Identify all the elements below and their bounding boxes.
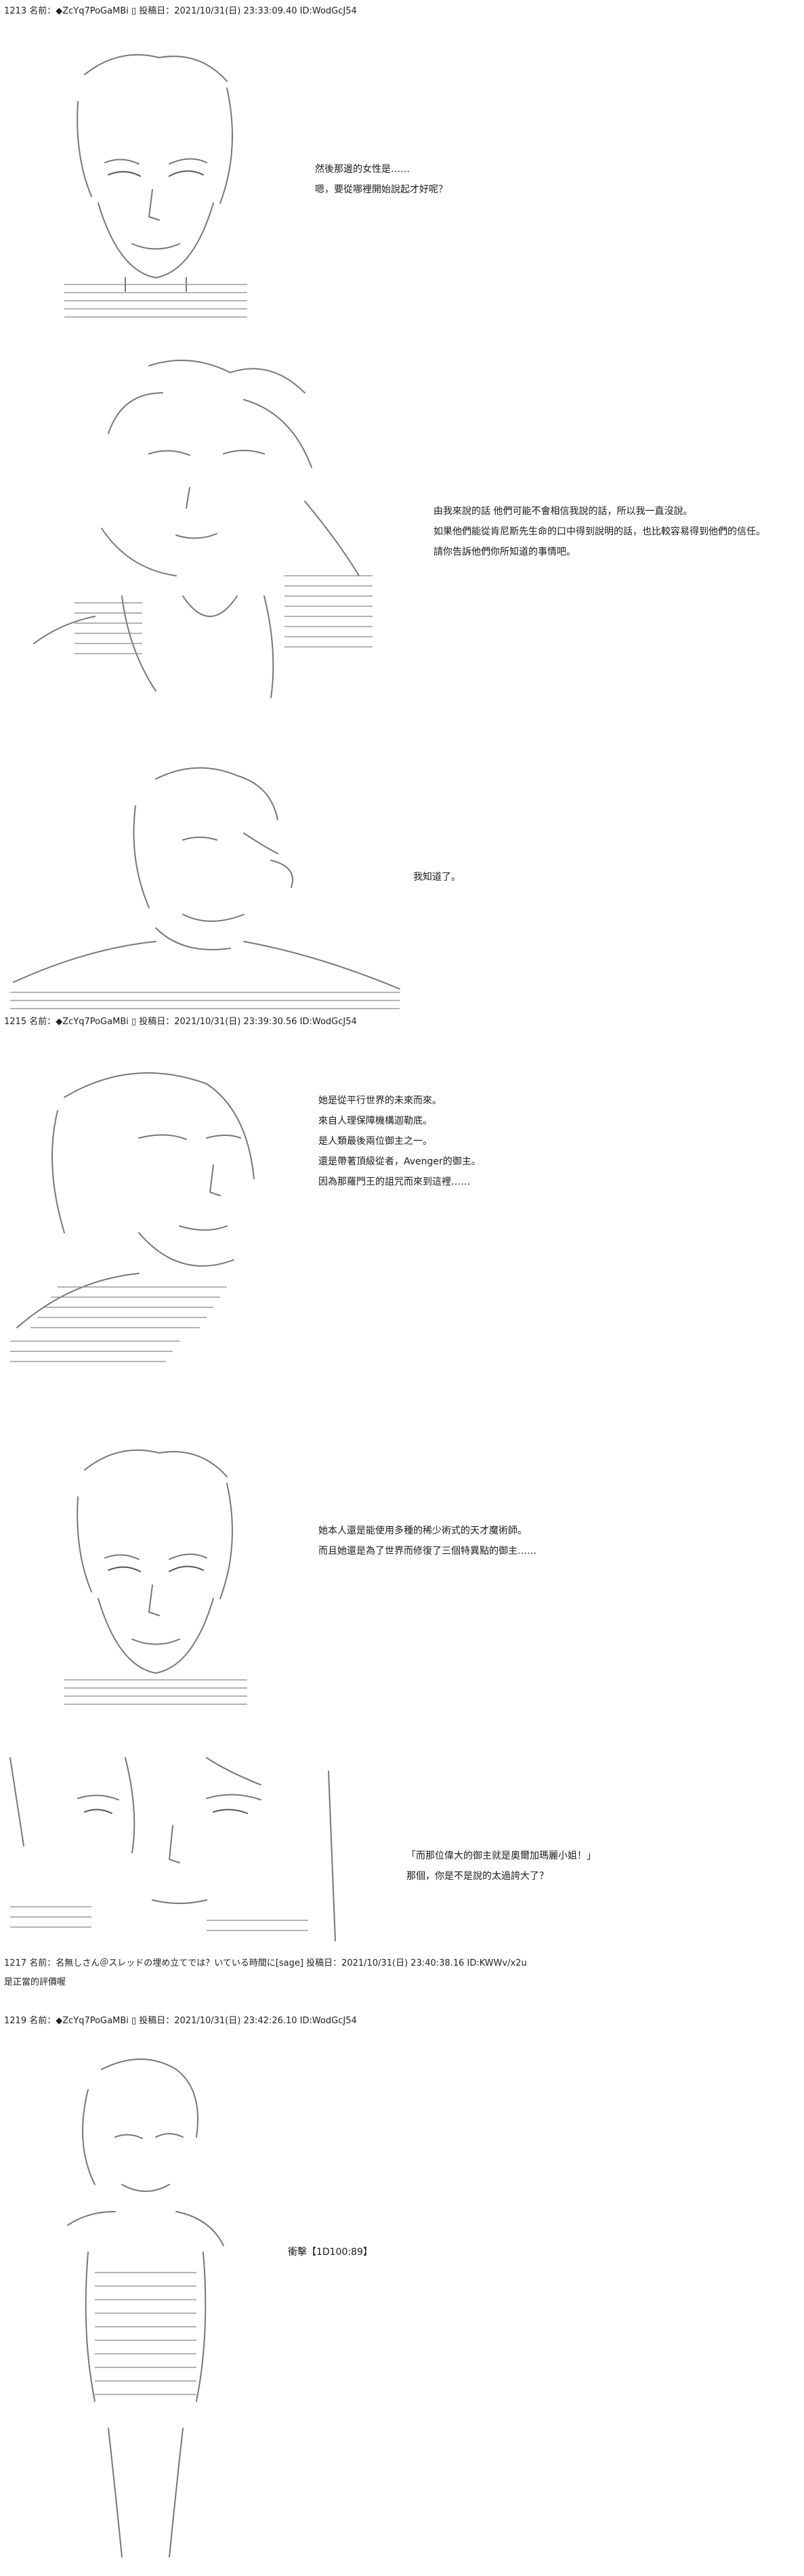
dialog-line: 而且她還是為了世界而修復了三個特異點的御主……	[318, 1546, 536, 1557]
ascii-art-woman-face	[58, 1443, 254, 1714]
dialog-block-3: 我知道了。	[413, 870, 461, 891]
ascii-art-close-up	[3, 1744, 349, 1954]
post-header-1219: 1219 名前：◆ZcYq7PoGaMBi ▯ 投稿日：2021/10/31(日…	[4, 2016, 357, 2026]
dialog-line: 嗯，要從哪裡開始說起才好呢？	[315, 184, 448, 195]
dialog-line: 那個，你是不是說的太過誇大了？	[406, 1871, 549, 1882]
dialog-line: 來自人理保障機構迦勒底。	[318, 1116, 432, 1126]
dialog-block-6: 「而那位偉大的御主就是奧爾加瑪麗小姐！」 那個，你是不是說的太過誇大了？	[406, 1849, 596, 1890]
dialog-line: 還是帶著頂級從者，Avenger的御主。	[318, 1156, 481, 1167]
ascii-art-group	[20, 352, 400, 711]
dialog-block-7: 衝擊【1D100:89】	[288, 2245, 373, 2266]
post-header-1215: 1215 名前：◆ZcYq7PoGaMBi ▯ 投稿日：2021/10/31(日…	[4, 1017, 357, 1027]
post-header-1217: 1217 名前：名無しさん＠スレッドの埋め立てでは？いている時間に[sage] …	[4, 1958, 527, 1968]
dialog-block-5: 她本人還是能使用多種的稀少術式的天才魔術師。 而且她還是為了世界而修復了三個特異…	[318, 1524, 536, 1565]
dialog-line: 如果他們能從肯尼斯先生命的口中得到說明的話，也比較容易得到他們的信任。	[433, 526, 765, 537]
dialog-block-2: 由我來說的話 他們可能不會相信我說的話，所以我一直沒說。 如果他們能從肯尼斯先生…	[433, 505, 765, 566]
dialog-line: 請你告訴他們你所知道的事情吧。	[433, 547, 576, 557]
dialog-block-4: 她是從平行世界的未來而來。 來自人理保障機構迦勒底。 是人類最後兩位御主之一。 …	[318, 1094, 481, 1196]
dialog-line: 因為那羅門王的詛咒而來到這裡……	[318, 1177, 470, 1187]
dialog-line: 衝擊【1D100:89】	[288, 2247, 373, 2258]
dialog-line: 由我來說的話 他們可能不會相信我說的話，所以我一直沒說。	[433, 506, 693, 517]
dialog-block-1: 然後那邊的女性是…… 嗯，要從哪裡開始說起才好呢？	[315, 163, 448, 203]
post-header-1213: 1213 名前：◆ZcYq7PoGaMBi ▯ 投稿日：2021/10/31(日…	[4, 6, 357, 16]
ascii-art-man-face	[3, 1057, 268, 1385]
dialog-line: 我知道了。	[413, 872, 461, 883]
dialog-line: 「而那位偉大的御主就是奧爾加瑪麗小姐！」	[406, 1851, 596, 1861]
ascii-art-full-figure	[47, 2049, 244, 2571]
dialog-line: 然後那邊的女性是……	[315, 164, 410, 175]
reply-text-1217: 是正當的評價喔	[4, 1977, 66, 1987]
dialog-line: 她本人還是能使用多種的稀少術式的天才魔術師。	[318, 1525, 527, 1536]
dialog-line: 是人類最後兩位御主之一。	[318, 1136, 432, 1147]
dialog-line: 她是從平行世界的未來而來。	[318, 1095, 442, 1106]
ascii-art-man-profile	[7, 759, 406, 1013]
ascii-art-woman-face	[58, 47, 254, 325]
